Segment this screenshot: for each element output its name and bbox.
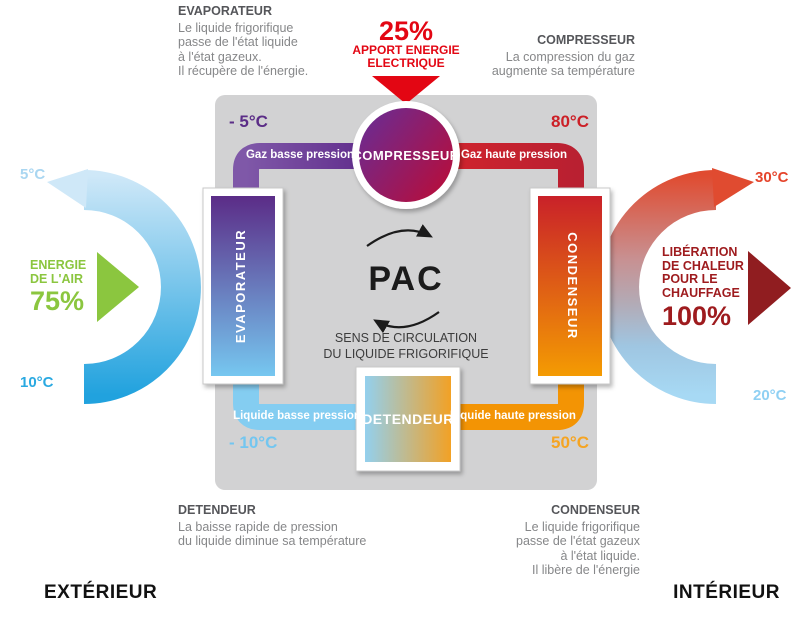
compressor-title: COMPRESSEUR [537, 33, 635, 47]
pac-acronym: PAC [368, 260, 444, 298]
pipe-label-liquid-low: Liquide basse pression [233, 410, 361, 422]
evaporator-line: à l'état gazeux. [178, 49, 262, 64]
condenser-title: CONDENSEUR [551, 503, 640, 517]
evaporator-line: Le liquide frigorifique [178, 20, 294, 35]
condenser-line: à l'état liquide. [560, 548, 640, 563]
expansion-valve-label: DETENDEUR [362, 411, 454, 427]
heat-output-arrow-icon [748, 251, 791, 325]
expansion-valve-description: DETENDEUR La baisse rapide de pression d… [178, 503, 398, 549]
temp-exterior-in: 10°C [20, 374, 54, 391]
rotation-arrow-top-icon [366, 224, 433, 247]
exterior-air-arrowhead-icon [47, 169, 88, 208]
expansion-valve-box [355, 366, 461, 472]
electric-energy-percent: 25% [378, 16, 434, 46]
air-energy-arrow-icon [97, 252, 139, 322]
electric-energy-line: APPORT ENERGIE [352, 43, 460, 57]
condenser-description: CONDENSEUR Le liquide frigorifique passe… [420, 503, 640, 578]
pipe-liquid-low-pressure [233, 370, 410, 430]
interior-zone-label: INTÉRIEUR [673, 582, 780, 603]
air-energy-line: ENERGIE [30, 258, 87, 272]
compressor-description: COMPRESSEUR La compression du gaz augmen… [435, 33, 635, 79]
exterior-air-arc-icon [47, 169, 201, 404]
pipe-label-gas-low: Gaz basse pression [245, 149, 355, 161]
heat-release-line: CHAUFFAGE [662, 285, 740, 300]
electric-energy-line: ELECTRIQUE [367, 56, 445, 70]
evaporator-line: passe de l'état liquide [178, 35, 298, 49]
expansion-valve-line: La baisse rapide de pression [178, 519, 338, 534]
evaporator-box [202, 187, 284, 385]
heat-release-line: DE CHALEUR [662, 258, 744, 273]
expansion-valve-line: du liquide diminue sa température [178, 534, 367, 548]
condenser-line: Le liquide frigorifique [524, 519, 640, 534]
evaporator-label: EVAPORATEUR [233, 228, 248, 344]
compressor-line: augmente sa température [491, 64, 635, 78]
heat-release-block: LIBÉRATION DE CHALEUR POUR LE CHAUFFAGE … [662, 245, 744, 331]
evaporator-title: EVAPORATEUR [178, 4, 272, 18]
temp-compressor-out: 80°C [551, 112, 589, 131]
electric-input-arrow-icon [372, 76, 440, 104]
temp-exterior-out: 5°C [20, 166, 46, 183]
rotation-arrow-bottom-icon [373, 311, 440, 334]
condenser-line: passe de l'état gazeux [516, 534, 640, 548]
pipe-label-gas-high: Gaz haute pression [460, 149, 568, 161]
expansion-valve-title: DETENDEUR [178, 503, 256, 517]
evaporator-line: Il récupère de l'énergie. [178, 64, 309, 78]
pipe-gas-low-pressure [233, 143, 406, 202]
pipe-gas-high-pressure [406, 143, 584, 202]
interior-heat-arc-icon [599, 168, 754, 404]
condenser-line: Il libère de l'énergie [531, 563, 640, 577]
cycle-panel [215, 95, 597, 490]
temp-interior-out: 30°C [755, 169, 789, 186]
pipe-liquid-high-pressure [412, 370, 584, 430]
compressor-line: La compression du gaz [505, 49, 635, 64]
circulation-caption-line: DU LIQUIDE FRIGORIFIQUE [323, 346, 489, 361]
temp-condenser-out: 50°C [551, 433, 589, 452]
compressor-label: COMPRESSEUR [352, 148, 460, 163]
temp-expansion-out: - 10°C [229, 433, 278, 452]
evaporator-description: EVAPORATEUR Le liquide frigorifique pass… [178, 4, 348, 79]
circulation-caption-line: SENS DE CIRCULATION [334, 331, 478, 345]
condenser-label: CONDENSEUR [565, 232, 580, 340]
interior-heat-arrowhead-icon [712, 168, 754, 207]
exterior-zone-label: EXTÉRIEUR [44, 582, 158, 603]
electric-energy-input: 25% APPORT ENERGIE ELECTRIQUE [326, 18, 486, 70]
circulation-caption: SENS DE CIRCULATION DU LIQUIDE FRIGORIFI… [296, 331, 516, 362]
compressor-circle [352, 101, 460, 209]
air-energy-line: DE L'AIR [30, 271, 83, 286]
pipe-label-liquid-high: Liquide haute pression [450, 410, 576, 422]
air-energy-percent: 75% [30, 286, 85, 316]
heat-release-line: LIBÉRATION [662, 245, 738, 259]
temp-evaporator-out: - 5°C [229, 112, 268, 131]
air-energy-block: ENERGIE DE L'AIR 75% [30, 258, 87, 316]
heat-release-line: POUR LE [662, 272, 718, 286]
temp-interior-in: 20°C [753, 387, 787, 404]
condenser-box [529, 187, 611, 385]
heat-release-percent: 100% [662, 301, 732, 331]
